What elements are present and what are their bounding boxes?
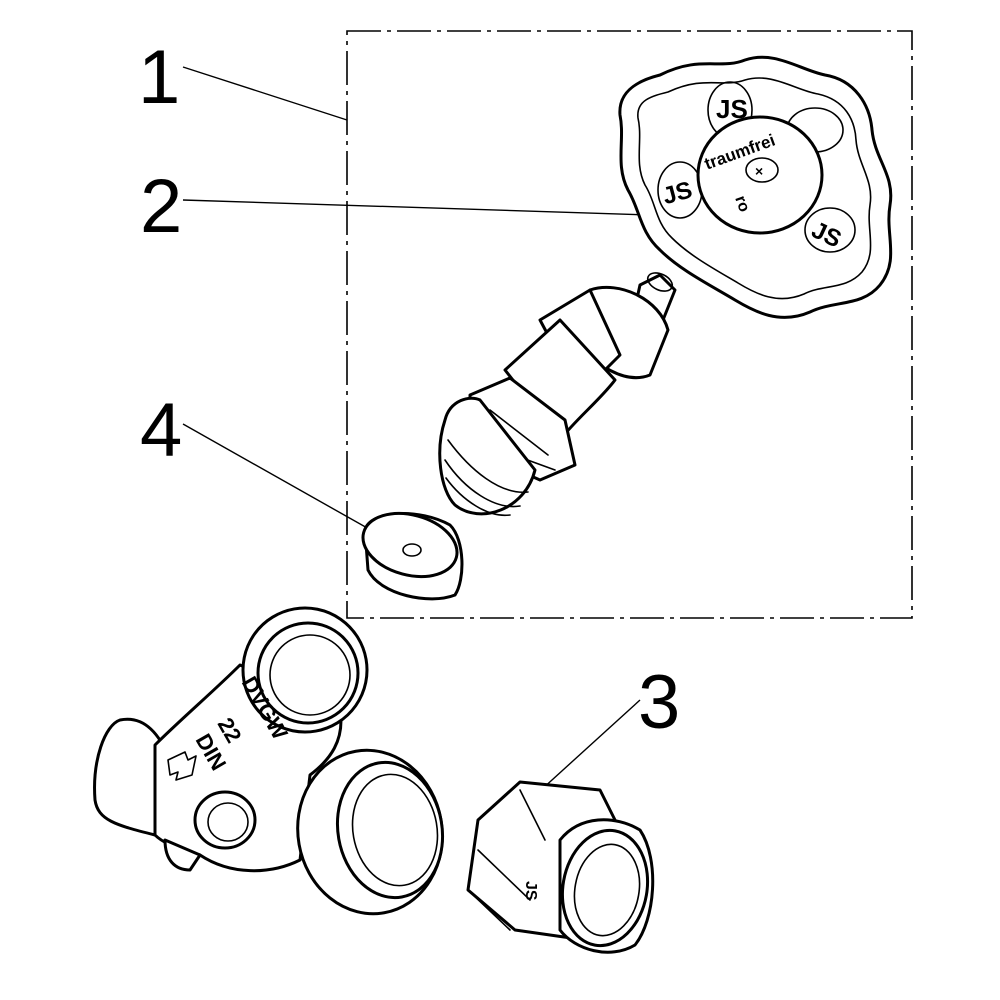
tailpiece-end-outer [560,828,650,948]
hex-edge-1 [489,409,549,456]
callout-number-3: 3 [638,660,680,745]
callout-4: 4 [140,388,393,543]
valve-upper-part [438,272,677,517]
valve-body: DVGW 22 DIN [93,606,445,916]
union-nut-logo: JS [522,881,539,901]
hub-screw-cross: × [755,163,763,179]
callout-2: 2 [140,164,651,249]
outlet-socket-bore [351,773,439,887]
thread-ring-1 [447,439,529,493]
callout-number-1: 1 [138,35,180,120]
union-nut-edge-2 [519,789,546,841]
leader-line-4 [182,423,393,543]
washer-hole [402,543,422,557]
thread-ring-2 [444,459,521,508]
drain-plug [193,790,257,850]
spoke-window-right [804,207,856,253]
washer-face [361,511,459,579]
callout-number-4: 4 [140,388,182,473]
threaded-section [438,396,537,516]
handwheel-logo-top: JS [716,94,748,124]
kit-boundary-frame [346,30,913,619]
valve-lower-foot [163,838,202,872]
callout-1: 1 [138,35,348,121]
handwheel-rim-inner-edge [637,77,872,300]
union-nut: JS [466,780,655,954]
callout-number-2: 2 [140,164,182,249]
thread-ring-3 [445,477,511,517]
bonnet-socket-ring [256,621,360,725]
leader-line-2 [182,199,651,216]
hub-screw-recess [745,157,779,183]
callout-3: 3 [529,660,680,801]
washer [361,511,464,601]
union-nut-edge-1 [477,849,531,901]
leader-line-1 [182,66,348,121]
spindle-tip-end [646,272,674,292]
valve-inlet-stub [93,717,172,837]
handwheel: × traumfrei ro JS JS JS [618,55,893,319]
drain-plug-inner [207,802,249,842]
flow-direction-arrow [167,751,197,781]
handwheel-prefix-text: ro [731,194,753,215]
handwheel-hub [696,115,824,235]
union-nut-edge-3 [467,889,511,931]
bonnet-socket-bore [269,634,351,716]
tailpiece-end-bore [573,843,641,937]
